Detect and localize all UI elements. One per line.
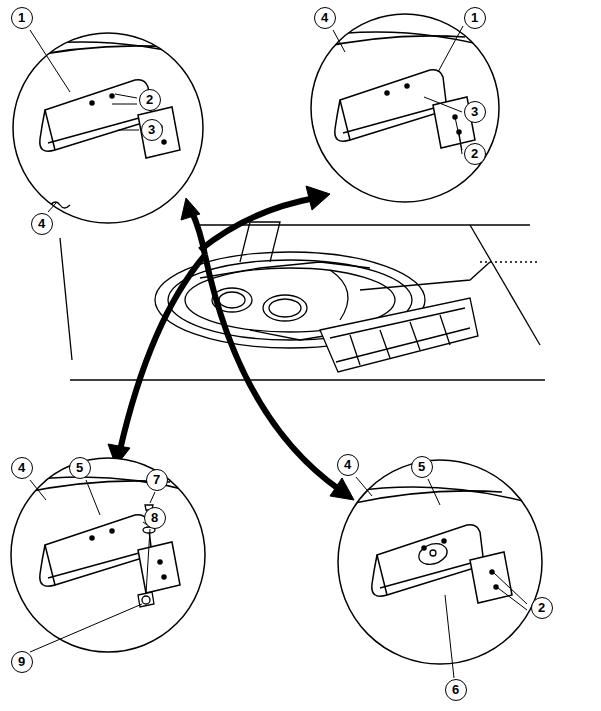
- callout-number: 1: [11, 7, 33, 29]
- callout-number: 2: [464, 143, 486, 165]
- callout-number: 1: [464, 7, 486, 29]
- detail-arrow: [108, 186, 354, 500]
- callout-number: 3: [141, 119, 163, 141]
- callout-number: 8: [144, 507, 166, 529]
- callout-number: 9: [11, 651, 33, 673]
- callout-number: 4: [31, 213, 53, 235]
- hatch-assembly: [60, 222, 545, 380]
- callout-number: 4: [314, 7, 336, 29]
- callout-number: 4: [11, 457, 33, 479]
- callout-number: 4: [337, 454, 359, 476]
- callout-number: 5: [69, 457, 91, 479]
- detail-view: [0, 14, 547, 664]
- callout-number: 5: [411, 456, 433, 478]
- callout-number: 2: [531, 597, 553, 619]
- callout-number: 3: [464, 101, 486, 123]
- callout-number: 7: [146, 469, 168, 491]
- callout-number: 2: [139, 89, 161, 111]
- callout-number: 6: [445, 679, 467, 701]
- leader-line: [30, 26, 527, 678]
